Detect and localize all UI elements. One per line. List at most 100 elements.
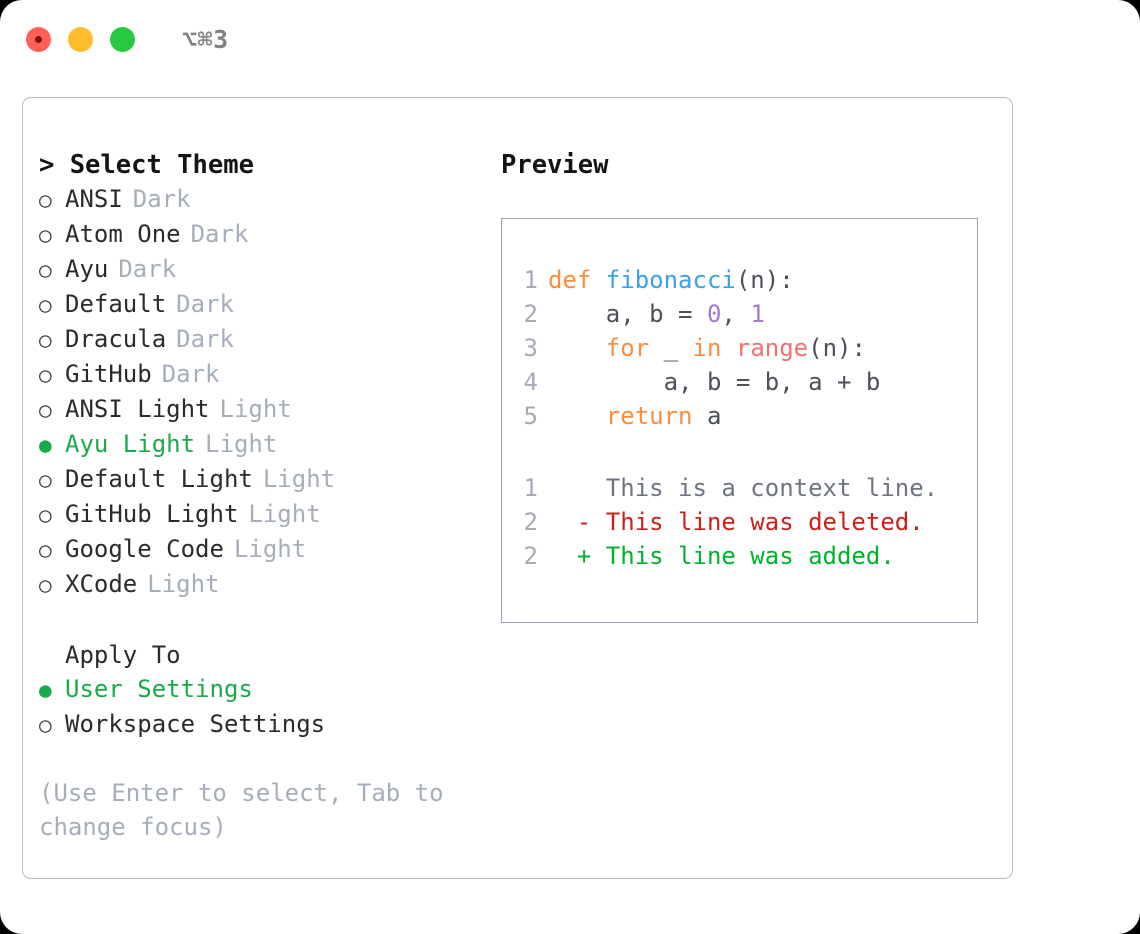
radio-selected-icon: ● (39, 678, 52, 702)
preview-header: Preview (501, 150, 609, 180)
line-number: 2 (523, 542, 538, 570)
diff-sample: 1 This is a context line.2 - This line w… (502, 471, 977, 573)
code-token-kw: def (548, 266, 606, 294)
line-number: 1 (523, 474, 538, 502)
diff-line: 2 - This line was deleted. (502, 505, 977, 539)
theme-name-label: Ayu (65, 255, 109, 283)
radio-unselected-icon: ○ (39, 258, 52, 282)
maximize-button[interactable] (110, 26, 135, 52)
code-line-text: a, b = 0, 1 (548, 297, 765, 331)
apply-to-item[interactable]: ○ Workspace Settings (39, 707, 489, 742)
code-token-plain (548, 334, 606, 362)
theme-name-label: Default (65, 290, 167, 318)
line-number: 2 (523, 508, 538, 536)
code-line: 3 for _ in range(n): (502, 331, 977, 365)
line-number: 3 (523, 334, 538, 362)
code-token-fn: fibonacci (605, 266, 736, 294)
apply-to-item[interactable]: ●User Settings (39, 672, 489, 707)
select-theme-header: > Select Theme (39, 150, 254, 180)
code-token-kw: in (692, 334, 722, 362)
theme-name-label: ANSI Light (65, 395, 210, 423)
code-line-text: a, b = b, a + b (548, 365, 881, 399)
diff-line-text-add: + This line was added. (548, 539, 895, 573)
code-token-plain: (n): (735, 266, 794, 294)
code-token-builtin: range (735, 334, 809, 362)
code-token-kw: for (605, 334, 650, 362)
theme-name-label: GitHub (65, 360, 152, 388)
line-number: 1 (523, 266, 538, 294)
apply-to-list: ●User Settings ○ Workspace Settings (39, 672, 489, 742)
diff-sign: + (548, 542, 606, 570)
theme-kind-label: Dark (190, 220, 249, 248)
theme-kind-label: Dark (132, 185, 191, 213)
radio-unselected-icon: ○ (39, 468, 52, 492)
radio-unselected-icon: ○ (39, 713, 52, 737)
theme-name-label: Google Code (65, 535, 224, 563)
code-token-plain: a, b = b, a + b (548, 368, 881, 396)
section-spacer (39, 602, 489, 638)
close-button[interactable] (26, 26, 51, 52)
code-token-plain (548, 402, 606, 430)
line-number: 2 (523, 300, 538, 328)
title-bar: ⌥⌘3 (0, 0, 1140, 78)
radio-unselected-icon: ○ (39, 573, 52, 597)
diff-sign (548, 474, 606, 502)
theme-list-item[interactable]: ○ Default Light Light (39, 462, 489, 497)
theme-kind-label: Light (219, 395, 292, 423)
diff-line: 2 + This line was added. (502, 539, 977, 573)
code-line: 5 return a (502, 399, 977, 433)
theme-kind-label: Light (233, 535, 307, 563)
code-token-num: 0 (706, 300, 722, 328)
code-token-plain: a, b = (548, 300, 707, 328)
line-number: 4 (523, 368, 538, 396)
theme-kind-label: Light (262, 465, 336, 493)
apply-to-header: Apply To (65, 641, 181, 669)
radio-unselected-icon: ○ (39, 398, 52, 422)
code-line-text: def fibonacci(n): (548, 263, 794, 297)
theme-kind-label: Dark (176, 325, 234, 353)
code-token-plain: _ (649, 334, 693, 362)
radio-unselected-icon: ○ (39, 538, 52, 562)
theme-name-label: Default Light (65, 465, 253, 493)
keyboard-hint-text: (Use Enter to select, Tab to change focu… (39, 779, 444, 841)
theme-list-item[interactable]: ○ Google Code Light (39, 532, 489, 567)
theme-list-item[interactable]: ○ Ayu Dark (39, 252, 489, 287)
diff-line-text-ctx: This is a context line. (548, 471, 938, 505)
theme-name-label: Ayu Light (65, 430, 196, 458)
code-line-text: for _ in range(n): (548, 331, 866, 365)
theme-name-label: Dracula (65, 325, 167, 353)
code-token-kw: return (605, 402, 693, 430)
theme-list-item[interactable]: ○ ANSI Light Light (39, 392, 489, 427)
diff-text: This line was added. (605, 542, 895, 570)
diff-text: This line was deleted. (605, 508, 924, 536)
theme-kind-label: Dark (118, 255, 177, 283)
apply-to-label: Workspace Settings (65, 710, 326, 738)
theme-name-label: XCode (65, 570, 138, 598)
code-line: 1 def fibonacci(n): (502, 263, 977, 297)
minimize-button[interactable] (68, 26, 93, 52)
radio-unselected-icon: ○ (39, 188, 52, 212)
code-token-plain: a (692, 402, 722, 430)
diff-sign: - (548, 508, 606, 536)
line-number: 5 (523, 402, 538, 430)
theme-kind-label: Light (248, 500, 321, 528)
code-line-text: return a (548, 399, 722, 433)
theme-list-item[interactable]: ○ ANSI Dark (39, 182, 489, 217)
theme-name-label: ANSI (65, 185, 123, 213)
code-line: 2 a, b = 0, 1 (502, 297, 977, 331)
diff-line-text-del: - This line was deleted. (548, 505, 924, 539)
code-token-num: 1 (750, 300, 765, 328)
